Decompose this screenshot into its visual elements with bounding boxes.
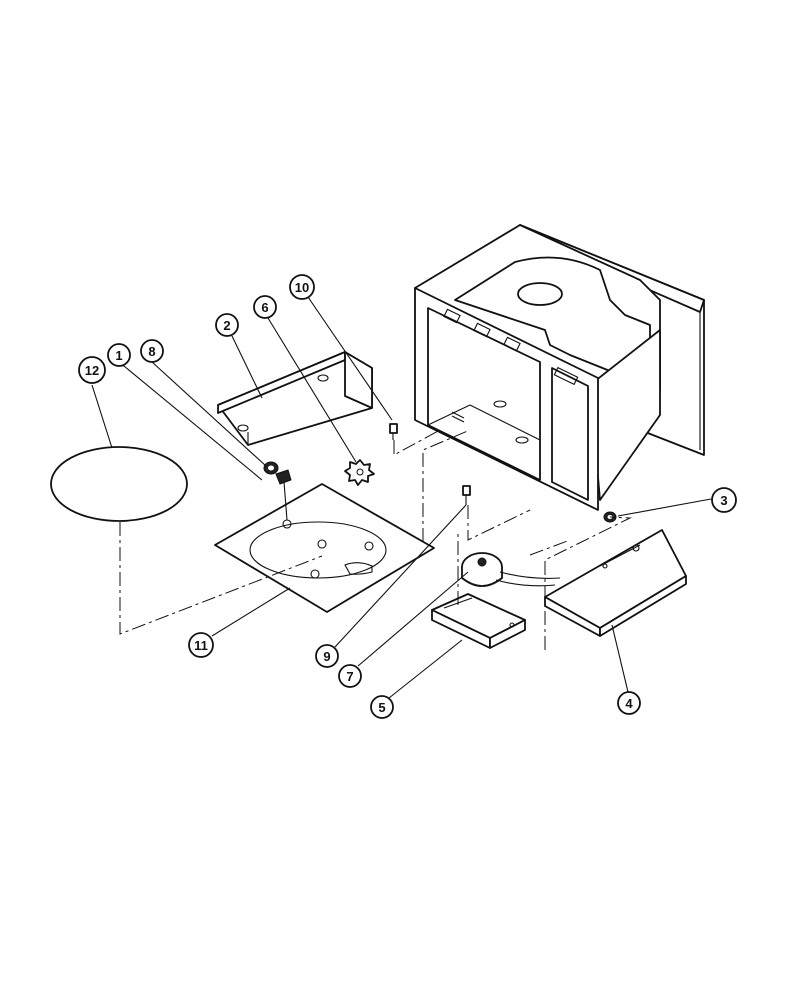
callout-10: 10 — [289, 274, 315, 300]
assembly-lines — [119, 429, 632, 650]
callout-label: 7 — [346, 669, 353, 684]
leader-lines — [91, 296, 712, 699]
callout-label: 5 — [378, 700, 385, 715]
motor-bracket-part — [431, 593, 526, 649]
top-bracket-part — [217, 351, 373, 446]
callout-1: 1 — [107, 343, 131, 367]
glass-tray-part — [50, 446, 188, 522]
motor-part — [461, 552, 561, 587]
cover-plate-part — [544, 529, 687, 637]
coupling-part — [275, 469, 292, 521]
callout-9: 9 — [315, 644, 339, 668]
callout-3: 3 — [711, 487, 737, 513]
oven-cavity-assembly — [414, 224, 705, 511]
callout-label: 10 — [295, 280, 309, 295]
roller-ring-part — [344, 459, 375, 486]
callout-label: 2 — [223, 318, 230, 333]
callout-11: 11 — [188, 632, 214, 658]
callout-12: 12 — [78, 356, 106, 384]
callout-label: 4 — [625, 696, 633, 711]
callout-label: 11 — [194, 638, 208, 653]
callout-label: 9 — [323, 649, 330, 664]
callout-label: 12 — [85, 363, 99, 378]
callout-8: 8 — [140, 339, 164, 363]
screw-part-9 — [462, 485, 471, 505]
callout-7: 7 — [338, 664, 362, 688]
callout-label: 8 — [148, 344, 155, 359]
callout-4: 4 — [617, 691, 641, 715]
callout-label: 6 — [261, 300, 268, 315]
floor-plate-part — [214, 483, 435, 613]
callout-label: 3 — [720, 493, 727, 508]
screw-part — [389, 423, 398, 440]
callout-5: 5 — [370, 695, 394, 719]
roller-part — [263, 461, 279, 475]
callout-2: 2 — [215, 313, 239, 337]
callout-6: 6 — [253, 295, 277, 319]
callout-label: 1 — [115, 348, 122, 363]
